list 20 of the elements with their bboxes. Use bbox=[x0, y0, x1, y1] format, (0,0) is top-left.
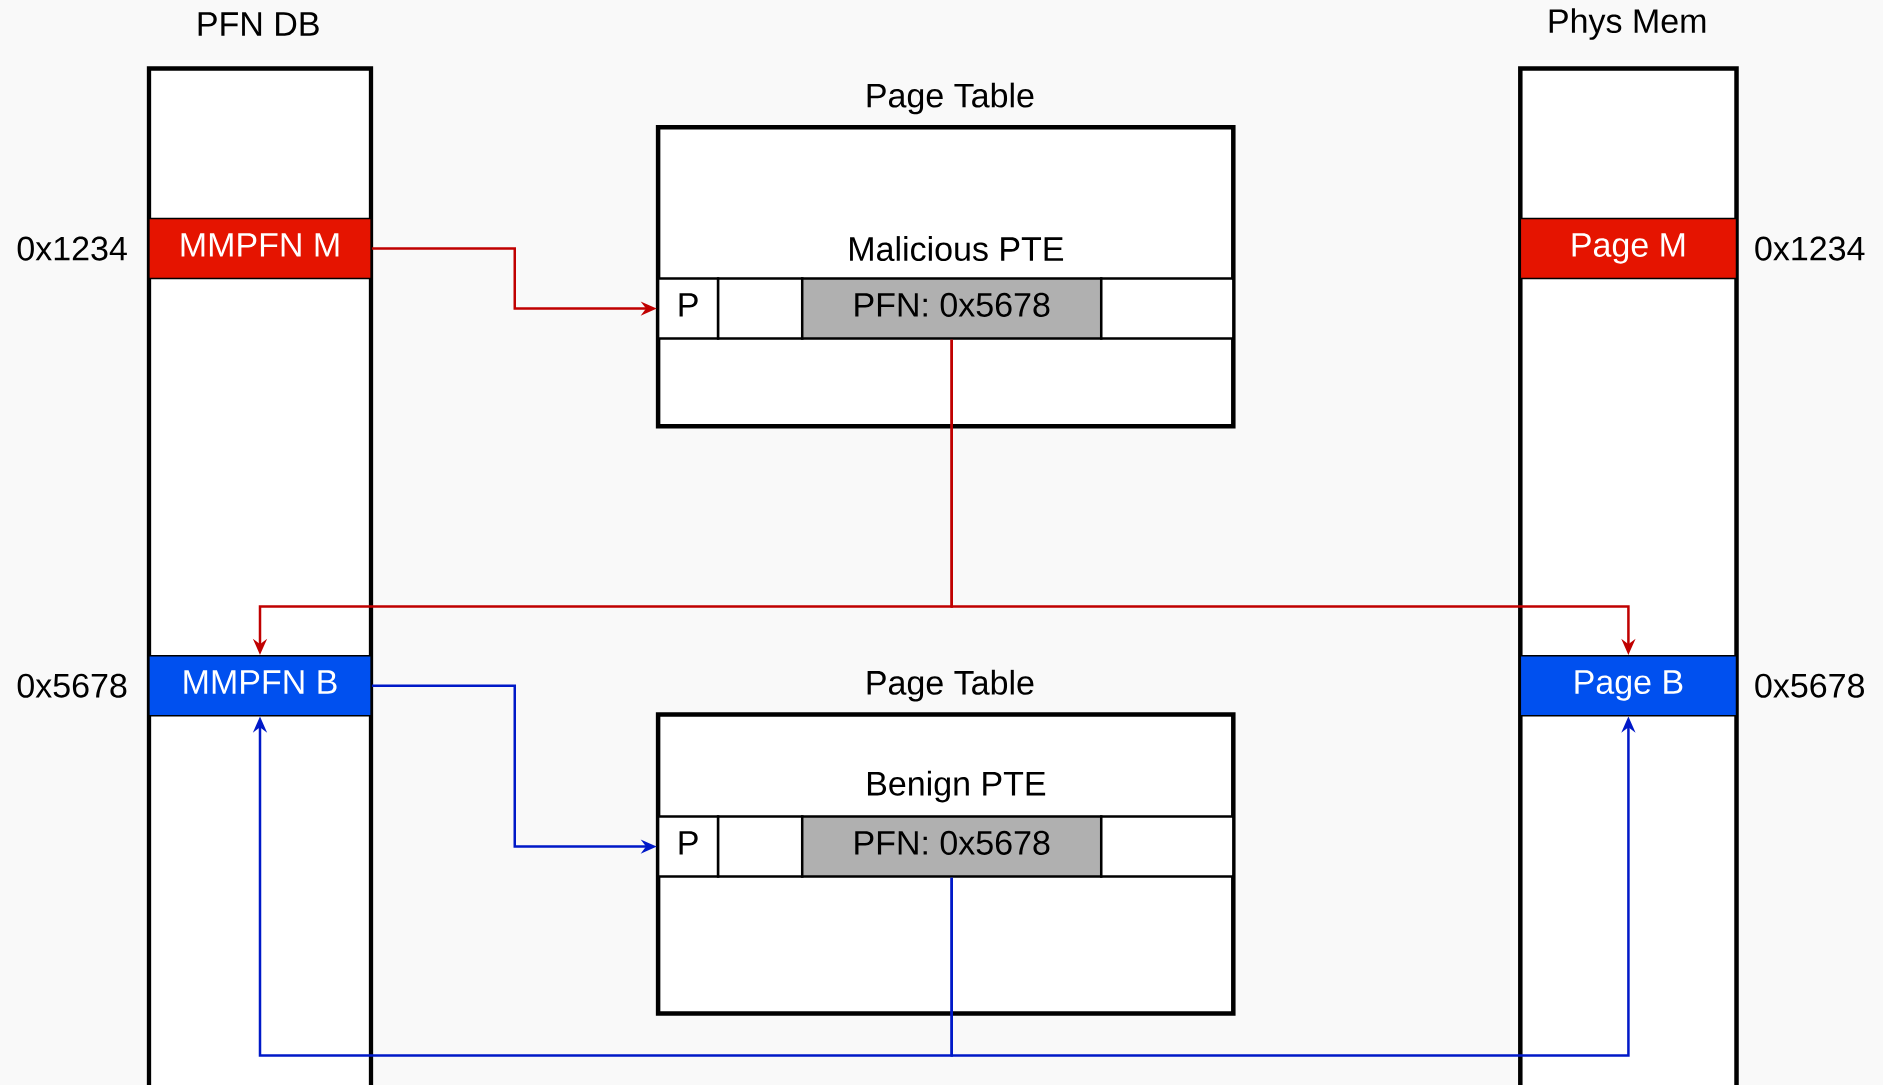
node-label: Page Table bbox=[867, 82, 1034, 115]
pte-field bbox=[1100, 815, 1235, 878]
pte-field bbox=[1100, 277, 1235, 340]
address-label: 0x5678 bbox=[1755, 673, 1864, 698]
address-label: 0x1234 bbox=[1755, 236, 1865, 261]
memory-page: Page B bbox=[1519, 654, 1738, 717]
pte-field bbox=[716, 815, 804, 878]
address-label: 0x1234 bbox=[17, 236, 127, 261]
node-label: Page Table bbox=[867, 669, 1034, 702]
address-label: 0x5678 bbox=[17, 673, 127, 698]
node-label: Phys Mem bbox=[1549, 8, 1706, 40]
pte-field: P bbox=[656, 815, 720, 878]
pte-field: PFN: 0x5678 bbox=[800, 815, 1103, 878]
node-label: PFN DB bbox=[198, 12, 319, 36]
pte-field bbox=[716, 277, 804, 340]
pte-field: P bbox=[656, 277, 720, 340]
memory-page: Page M bbox=[1519, 217, 1738, 280]
pte-field: PFN: 0x5678 bbox=[800, 277, 1103, 340]
pfn-entry: MMPFN M bbox=[148, 217, 372, 280]
pfn-entry: MMPFN B bbox=[148, 654, 372, 717]
